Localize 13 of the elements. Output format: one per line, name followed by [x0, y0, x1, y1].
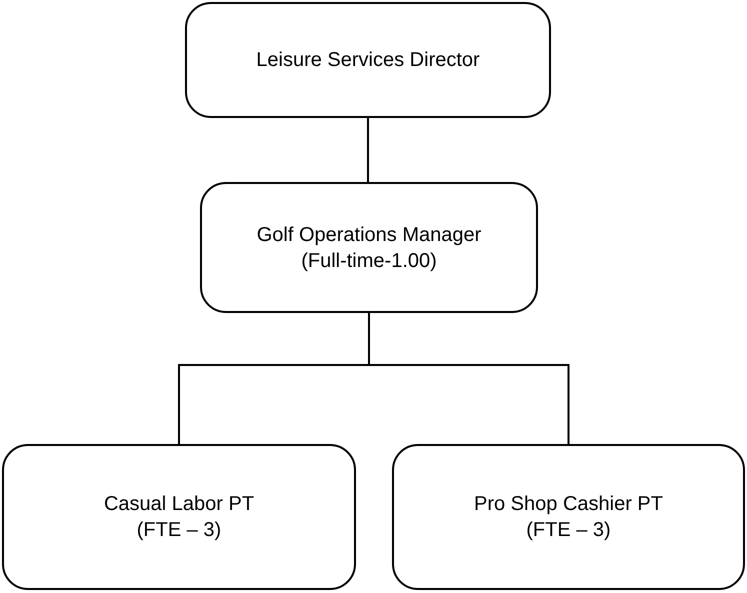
box-text: Leisure Services Director: [256, 48, 480, 73]
connector-line: [368, 313, 570, 444]
box-text: (Full-time-1.00): [301, 248, 437, 274]
org-box: [185, 2, 551, 118]
org-box: [2, 444, 356, 590]
box-text: (FTE – 3): [526, 518, 611, 543]
box-text: Casual Labor PT: [104, 492, 254, 517]
org-box: [200, 182, 538, 313]
connector-line: [367, 118, 369, 182]
box-text: Golf Operations Manager: [256, 222, 482, 248]
org-box: [392, 444, 745, 590]
box-text: (FTE – 3): [136, 518, 222, 543]
box-text: Pro Shop Cashier PT: [474, 492, 663, 517]
